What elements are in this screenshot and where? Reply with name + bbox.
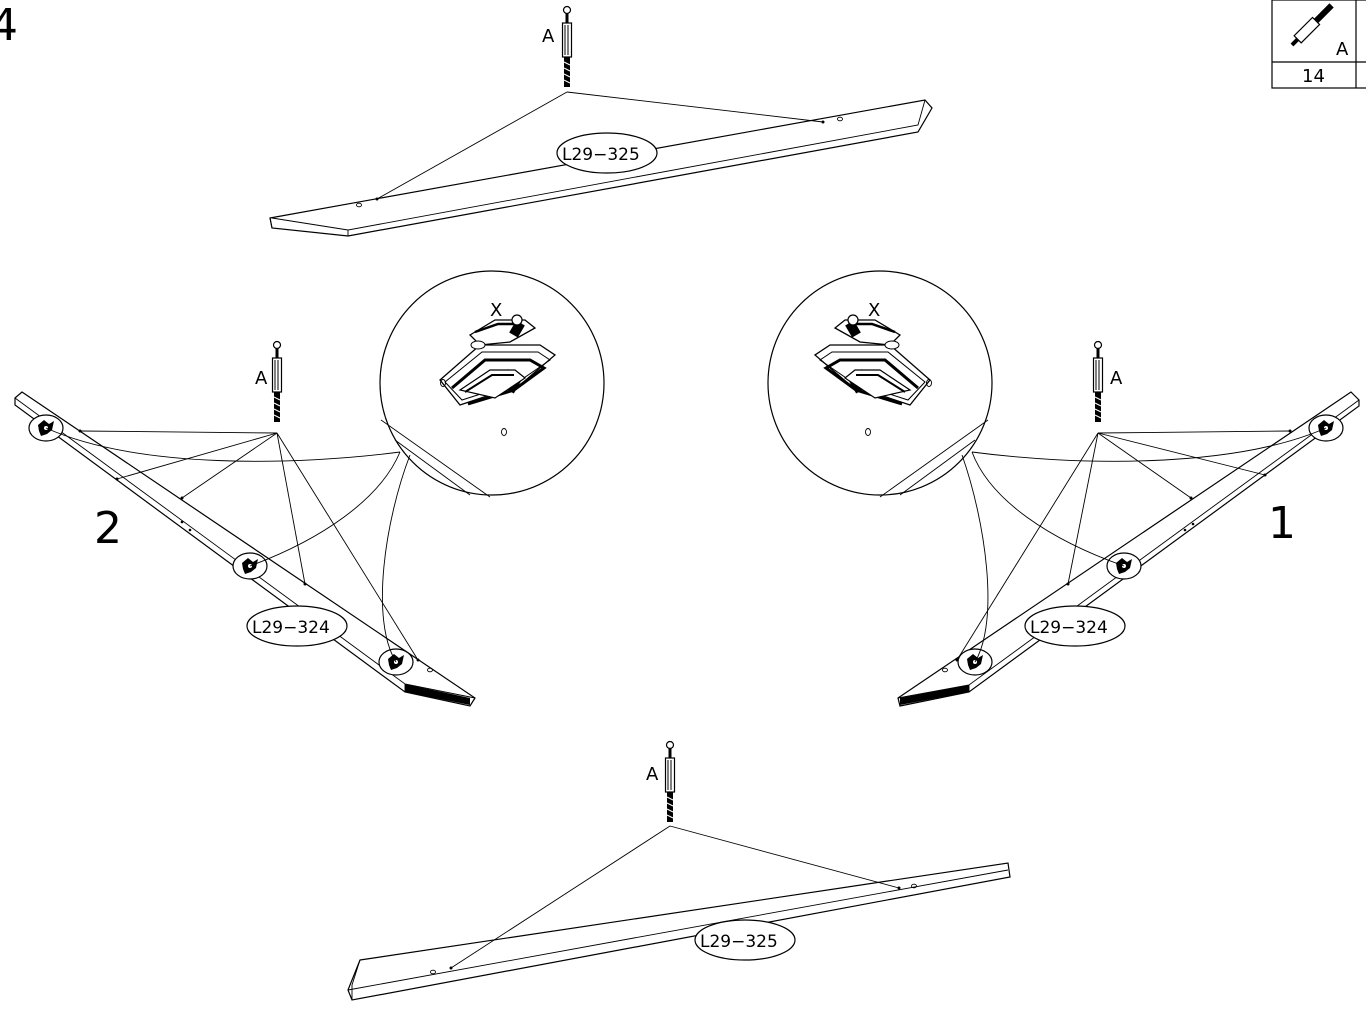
- label-a-right: A: [1110, 368, 1123, 389]
- panel-number-left: 2: [94, 503, 122, 554]
- cam-bolt-left: [271, 340, 283, 423]
- parts-box: A 14: [1271, 0, 1366, 89]
- panel-left: X A 2 L29−324: [14, 270, 605, 707]
- panel-number-right: 1: [1268, 498, 1296, 549]
- label-a-left: A: [255, 368, 268, 389]
- panel-code-left: L29−324: [252, 618, 330, 638]
- label-a-top: A: [542, 26, 555, 47]
- cam-bolt-right: [1092, 340, 1104, 423]
- step-number: 4: [0, 0, 18, 51]
- cam-bolt-icon: [1290, 3, 1334, 47]
- panel-code-right: L29−324: [1030, 618, 1108, 638]
- panel-top: A L29−325: [269, 5, 933, 237]
- label-x-left: X: [490, 300, 502, 321]
- cam-bolt-bottom: [664, 740, 676, 823]
- panel-code-top: L29−325: [562, 145, 640, 165]
- panel-right: X A 1 L29−324: [767, 270, 1360, 707]
- panel-code-bottom: L29−325: [700, 932, 778, 952]
- parts-box-quantity: 14: [1302, 66, 1325, 87]
- parts-box-letter: A: [1336, 39, 1349, 60]
- label-x-right: X: [868, 300, 880, 321]
- cam-bolt-top: [561, 5, 573, 88]
- panel-bottom: A L29−325: [347, 740, 1011, 1001]
- label-a-bottom: A: [646, 764, 659, 785]
